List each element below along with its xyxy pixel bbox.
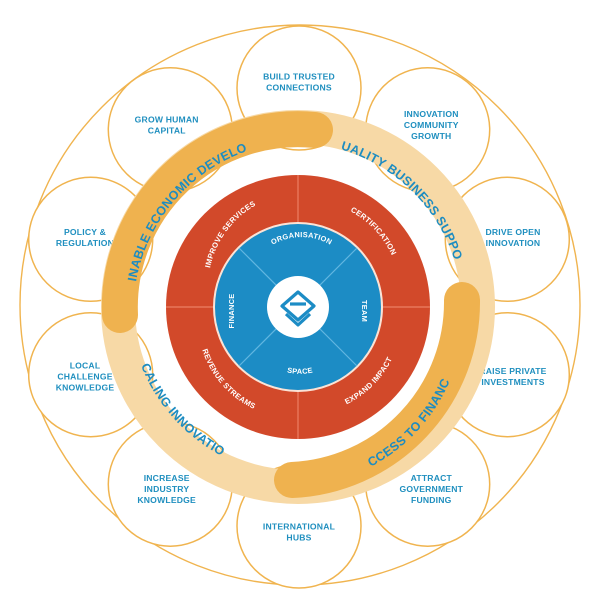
petal-label-line: LOCAL [70,361,101,371]
petal-label-line: CONNECTIONS [266,83,332,93]
stacked-layers-logo-icon [280,290,316,327]
petal-label-line: GOVERNMENT [400,484,464,494]
petal-label-line: INVESTMENTS [481,377,544,387]
petal-label-line: GROWTH [411,131,451,141]
petal-label-line: GROW HUMAN [135,115,199,125]
petal-label-policy-regulation: POLICY &REGULATION [56,227,114,248]
petal-label-line: RAISE PRIVATE [479,366,546,376]
petal-label-line: ATTRACT [411,473,453,483]
center-disc [267,276,329,338]
label-space: SPACE [286,366,313,376]
petal-label-line: BUILD TRUSTED [263,72,335,82]
petal-label-line: HUBS [286,533,311,543]
label-team: TEAM [360,300,369,322]
petal-label-line: REGULATION [56,238,114,248]
petal-label-line: COMMUNITY [404,120,459,130]
petal-label-line: KNOWLEDGE [56,383,115,393]
petal-label-line: FUNDING [411,495,452,505]
finance-arc-band [274,282,481,498]
petal-label-line: KNOWLEDGE [137,495,196,505]
petal-label-line: CAPITAL [148,126,186,136]
petal-label-line: INTERNATIONAL [263,522,335,532]
petal-label-line: DRIVE OPEN [485,227,540,237]
petal-label-line: INNOVATION [404,109,459,119]
petal-label-line: CHALLENGE [57,372,112,382]
petal-label-line: INNOVATION [486,238,541,248]
sustainable-arc-band [101,111,333,333]
petal-label-line: INDUSTRY [144,484,189,494]
petal-label-line: POLICY & [64,227,106,237]
label-finance: FINANCE [227,294,236,329]
petal-label-line: INCREASE [144,473,190,483]
